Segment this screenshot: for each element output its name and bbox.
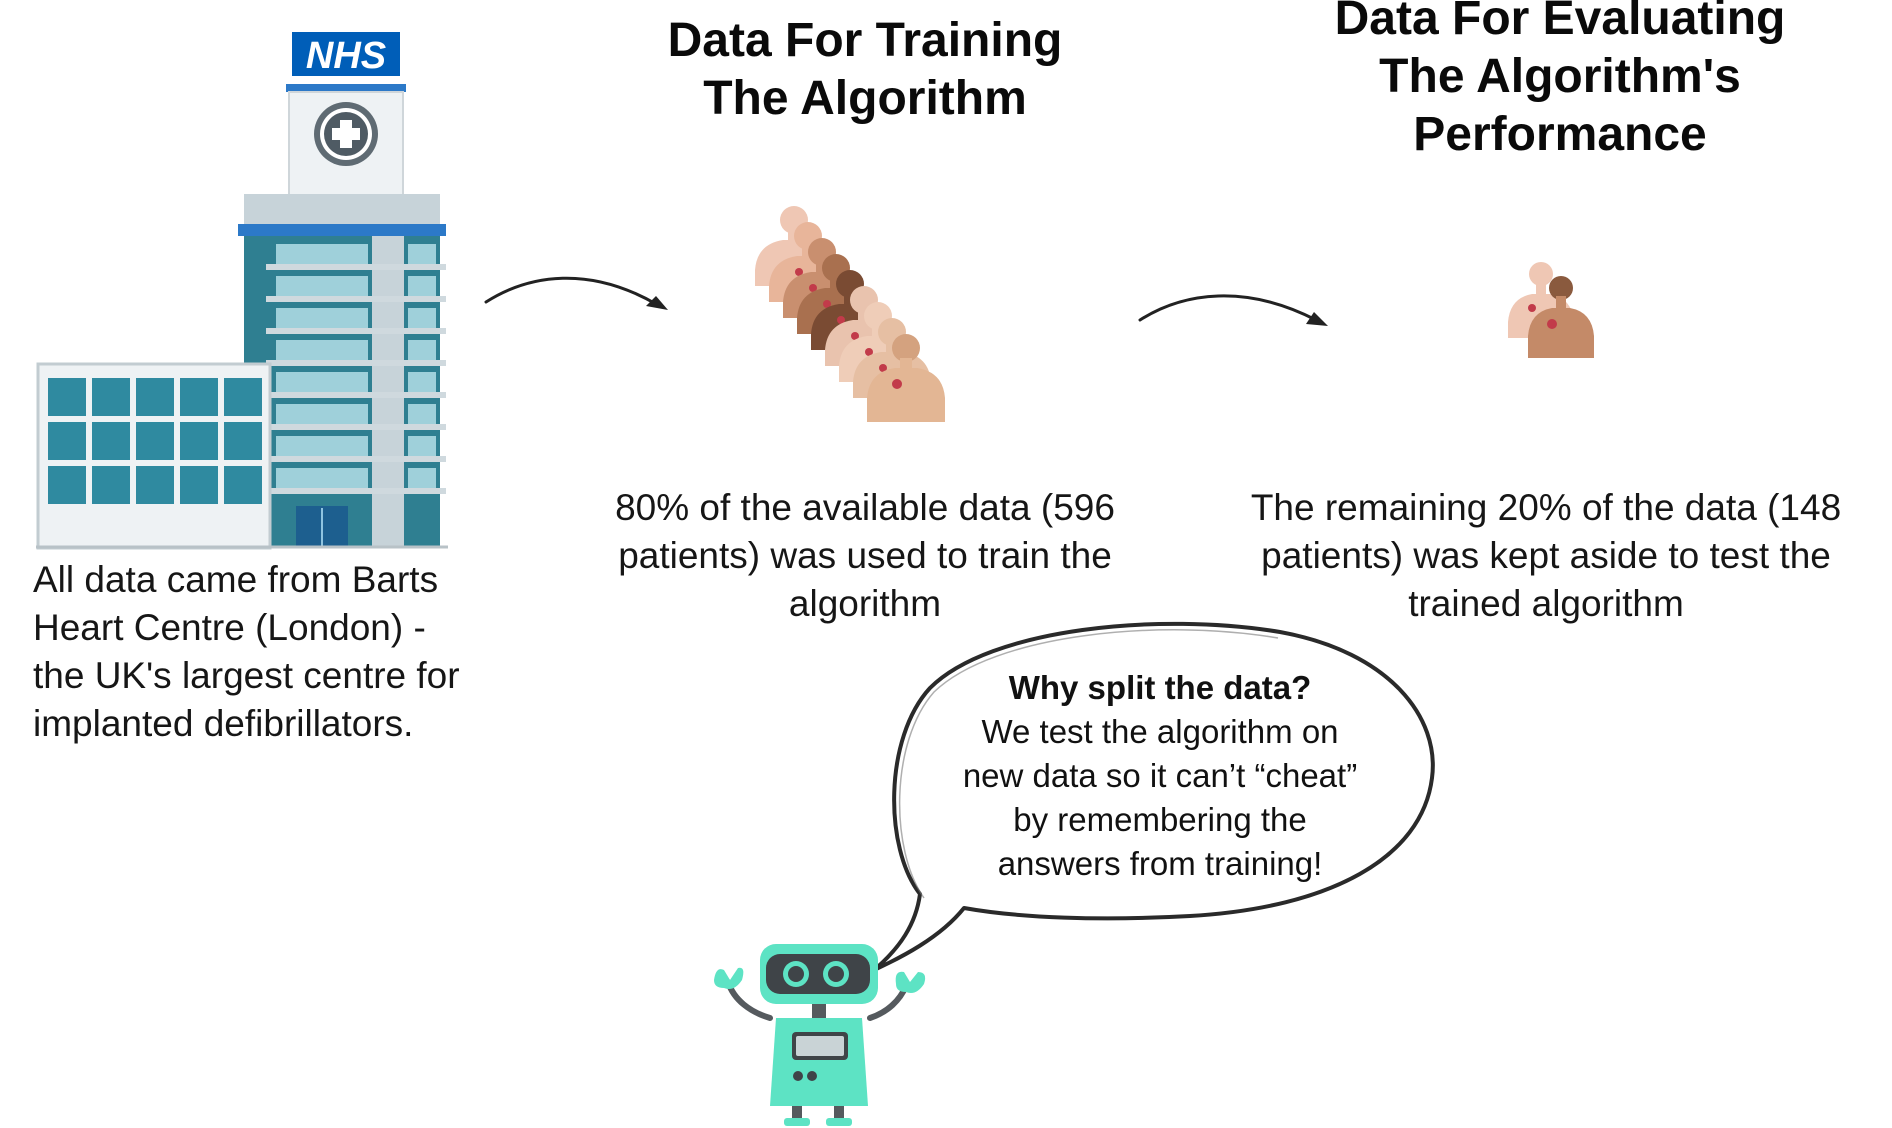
- svg-text:NHS: NHS: [306, 35, 386, 77]
- hospital-caption-line: Heart Centre (London) -: [33, 607, 426, 648]
- hospital-illustration: NHS: [36, 28, 448, 550]
- training-heading: Data For Training The Algorithm: [610, 12, 1120, 128]
- robot-icon: [714, 944, 926, 1126]
- training-caption-line: 80% of the available data (596: [615, 487, 1115, 528]
- training-caption-line: algorithm: [788, 583, 942, 624]
- curved-arrow-icon: [1138, 294, 1328, 326]
- hospital-caption-line: All data came from Barts: [33, 559, 439, 600]
- patient-pair-icon: [1508, 262, 1594, 358]
- speech-bubble-line: new data so it can’t “cheat”: [962, 757, 1358, 794]
- hospital-caption-line: the UK's largest centre for: [33, 655, 460, 696]
- hospital-building-icon: NHS: [36, 32, 448, 550]
- training-heading-line: The Algorithm: [703, 72, 1027, 125]
- training-caption: 80% of the available data (596 patients)…: [580, 484, 1150, 628]
- speech-bubble: [872, 621, 1435, 972]
- evaluation-heading-line: Data For Evaluating: [1334, 0, 1786, 45]
- patient-figures: [755, 206, 945, 422]
- training-caption-line: patients) was used to train the: [618, 535, 1112, 576]
- hospital-caption-line: implanted defibrillators.: [33, 703, 414, 744]
- speech-bubble-line: answers from training!: [997, 845, 1323, 882]
- speech-bubble-line: by remembering the: [1013, 801, 1307, 838]
- evaluation-heading-line: The Algorithm's: [1379, 50, 1741, 103]
- curved-arrow-icon: [484, 276, 668, 310]
- evaluation-heading-line: Performance: [1413, 108, 1707, 161]
- evaluation-caption-line: trained algorithm: [1408, 583, 1684, 624]
- hospital-caption: All data came from Barts Heart Centre (L…: [33, 556, 503, 748]
- evaluation-caption-line: patients) was kept aside to test the: [1261, 535, 1831, 576]
- speech-bubble-title: Why split the data?: [1008, 669, 1312, 706]
- speech-bubble-line: We test the algorithm on: [981, 713, 1339, 750]
- training-heading-line: Data For Training: [667, 14, 1063, 67]
- nhs-logo: NHS: [292, 32, 400, 77]
- evaluation-caption: The remaining 20% of the data (148 patie…: [1216, 484, 1876, 628]
- patient-group-icon: [755, 206, 945, 422]
- evaluation-caption-line: The remaining 20% of the data (148: [1250, 487, 1842, 528]
- evaluation-heading: Data For Evaluating The Algorithm's Perf…: [1280, 0, 1840, 164]
- speech-bubble-text: Why split the data? We test the algorith…: [910, 666, 1410, 886]
